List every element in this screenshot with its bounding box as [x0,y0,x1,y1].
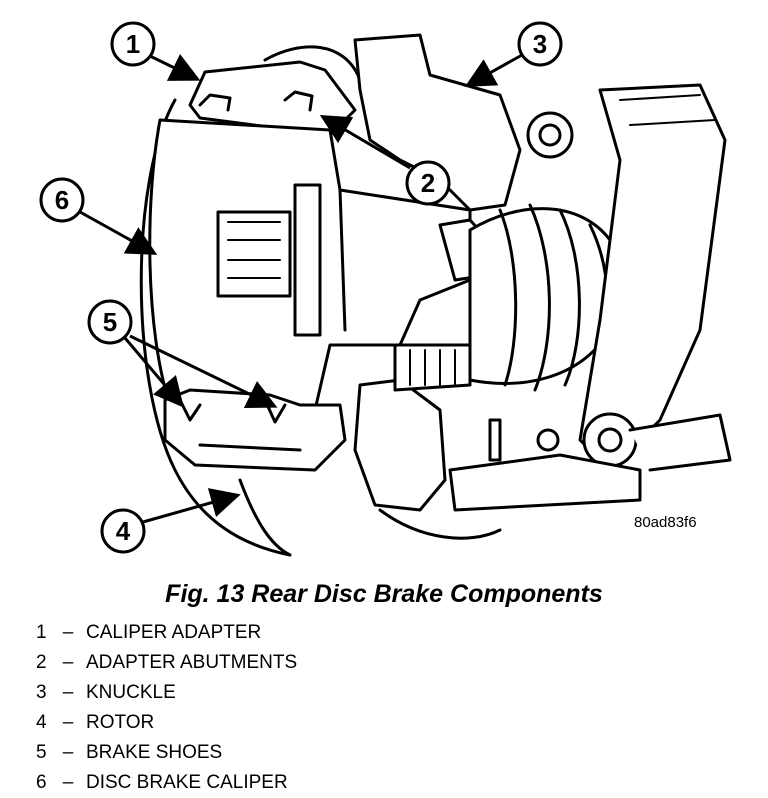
legend-separator: – [62,622,74,643]
legend-label: DISC BRAKE CALIPER [86,772,288,793]
legend-number: 1 [36,622,47,643]
callout-4: 4 [100,488,241,554]
svg-text:2: 2 [421,168,435,198]
legend-number: 4 [36,712,47,733]
svg-text:4: 4 [116,516,131,546]
figure-reference-code: 80ad83f6 [634,514,697,531]
callout-3: 3 [464,21,563,87]
legend-number: 3 [36,682,47,703]
legend-separator: – [62,652,74,673]
callout-5: 5 [87,299,278,409]
callout-1: 1 [110,21,201,81]
svg-text:6: 6 [55,185,69,215]
legend-number: 5 [36,742,47,763]
legend-number: 2 [36,652,47,673]
legend-separator: – [62,712,74,733]
legend-item: 3–KNUCKLE [36,678,297,708]
legend-separator: – [62,772,74,793]
callout-6: 6 [39,177,158,255]
legend-number: 6 [36,772,47,793]
caliper-adapter-shape [188,60,357,137]
svg-text:1: 1 [126,29,140,59]
svg-text:3: 3 [533,29,547,59]
legend-separator: – [62,682,74,703]
callout-2: 2 [319,114,451,206]
knuckle-shape [353,33,522,212]
legend-label: KNUCKLE [86,682,176,703]
legend-item: 2–ADAPTER ABUTMENTS [36,648,297,678]
svg-text:5: 5 [103,307,117,337]
legend-item: 6–DISC BRAKE CALIPER [36,768,297,798]
legend-label: ROTOR [86,712,155,733]
caliper-window [216,210,292,298]
legend-item: 1–CALIPER ADAPTER [36,618,297,648]
legend-item: 5–BRAKE SHOES [36,738,297,768]
legend-list: 1–CALIPER ADAPTER 2–ADAPTER ABUTMENTS 3–… [36,618,297,798]
legend-item: 4–ROTOR [36,708,297,738]
legend-separator: – [62,742,74,763]
rotor-shape [139,98,292,557]
legend-label: CALIPER ADAPTER [86,622,262,643]
legend-label: BRAKE SHOES [86,742,223,763]
legend-label: ADAPTER ABUTMENTS [86,652,298,673]
figure-caption: Fig. 13 Rear Disc Brake Components [165,580,603,608]
rotor-edge [238,478,292,557]
brake-components-illustration: 1 2 3 4 5 6 [39,21,732,557]
